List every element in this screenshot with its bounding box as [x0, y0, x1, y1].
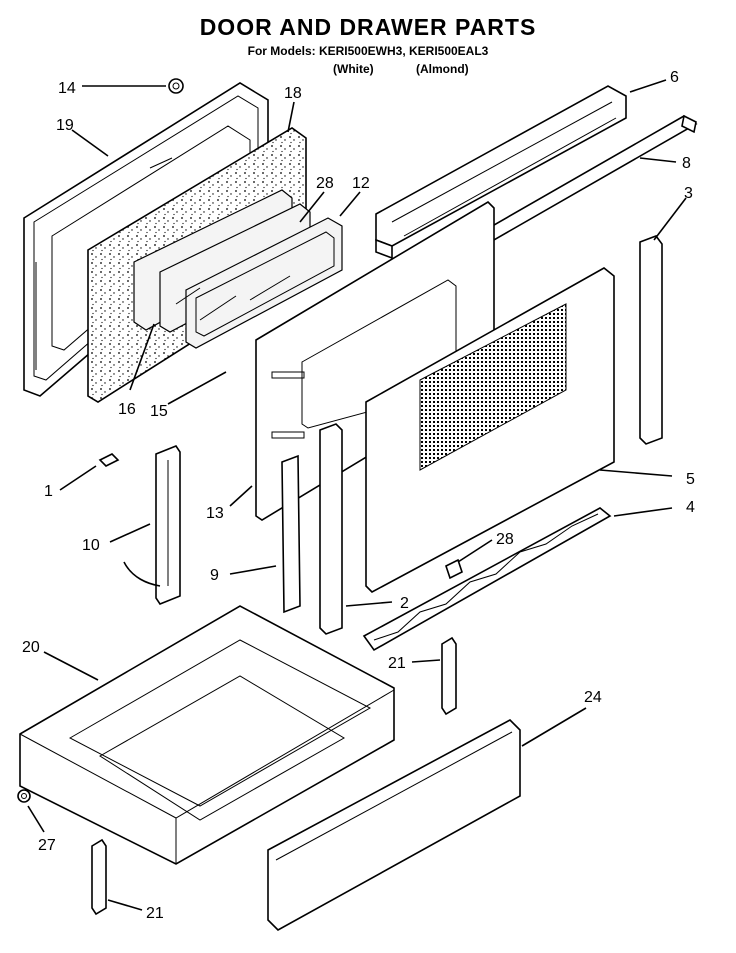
side-channel-3 [639, 235, 663, 445]
callout-14: 14 [58, 80, 76, 97]
callout-24: 24 [584, 689, 602, 706]
door-clip-28 [445, 558, 463, 580]
callout-27: 27 [38, 837, 56, 854]
hinge-clip-1 [98, 453, 120, 467]
hinge-bracket-10 [123, 445, 181, 605]
callout-4: 4 [686, 499, 695, 516]
callout-28-lower: 28 [496, 531, 514, 548]
variant-white-label: (White) [333, 62, 374, 76]
door-knob-14 [168, 78, 184, 94]
model-numbers: For Models: KERI500EWH3, KERI500EAL3 [247, 44, 489, 58]
drawer-front-24 [267, 719, 521, 931]
drawer-body-20 [19, 605, 395, 865]
door-vent-mesh [419, 303, 567, 471]
callout-16: 16 [118, 401, 136, 418]
callout-18: 18 [284, 85, 302, 102]
drawer-glide-21-upper [441, 636, 457, 716]
callout-21-lower: 21 [146, 905, 164, 922]
diagram-title: DOOR AND DRAWER PARTS [199, 14, 537, 40]
door-bottom-rail-4 [362, 507, 612, 652]
callout-19: 19 [56, 117, 74, 134]
drawer-glide-21-lower [91, 838, 107, 916]
callout-5: 5 [686, 471, 695, 488]
callout-numbers: 14 18 19 28 12 6 8 3 16 15 1 10 13 5 4 2… [22, 69, 695, 922]
variant-almond-label: (Almond) [416, 62, 469, 76]
drawer-screw-27 [17, 789, 31, 803]
control-panel-trim-6 [375, 85, 627, 260]
callout-3: 3 [684, 185, 693, 202]
callout-21-upper: 21 [388, 655, 406, 672]
callout-20: 20 [22, 639, 40, 656]
door-strip-9 [281, 454, 301, 614]
callout-2: 2 [400, 595, 409, 612]
callout-6: 6 [670, 69, 679, 86]
callout-13: 13 [206, 505, 224, 522]
callout-10: 10 [82, 537, 100, 554]
callout-8: 8 [682, 155, 691, 172]
callout-28-upper: 28 [316, 175, 334, 192]
callout-15: 15 [150, 403, 168, 420]
outer-oven-door-5 [365, 267, 615, 593]
callout-12: 12 [352, 175, 370, 192]
leader-lines [27, 79, 687, 911]
door-strip-2 [319, 423, 343, 635]
callout-1: 1 [44, 483, 53, 500]
callout-9: 9 [210, 567, 219, 584]
door-glass-assembly [133, 189, 343, 349]
